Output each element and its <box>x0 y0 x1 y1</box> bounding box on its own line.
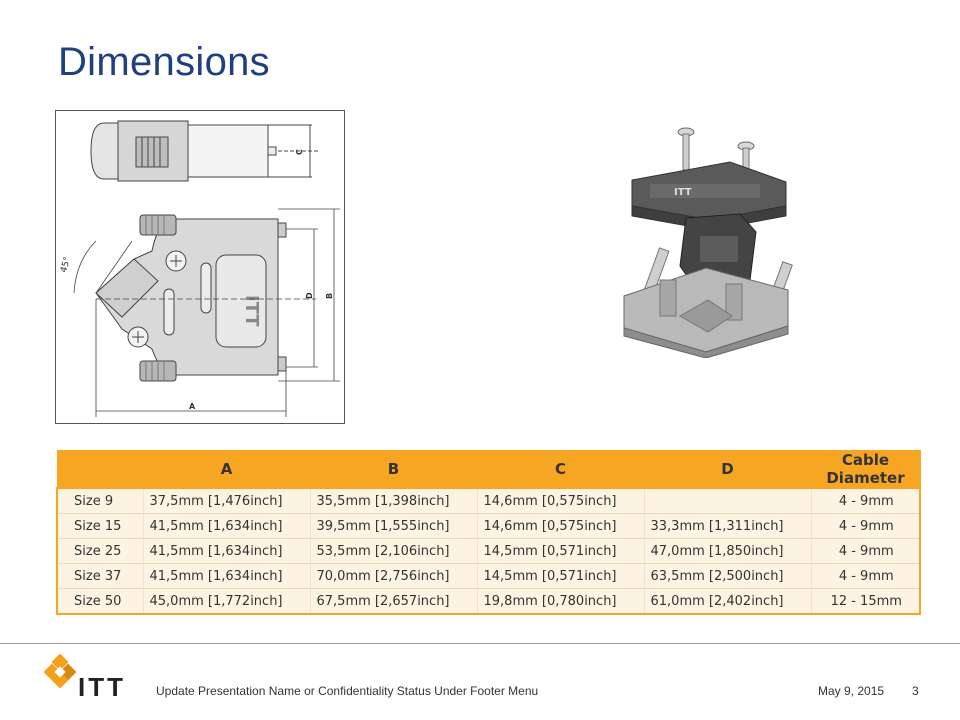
table-cell-c: 19,8mm [0,780inch] <box>476 588 644 615</box>
table-header-c: C <box>476 450 645 489</box>
table-cell-c: 14,5mm [0,571inch] <box>476 538 644 564</box>
table-cell-a: 45,0mm [1,772inch] <box>142 588 310 615</box>
table-cell-size: Size 50 <box>56 588 143 615</box>
table-cell-d: 33,3mm [1,311inch] <box>643 513 811 539</box>
table-cell-cable-diameter: 4 - 9mm <box>810 538 921 564</box>
table-cell-cable-diameter: 4 - 9mm <box>810 563 921 589</box>
table-row: Size 37 41,5mm [1,634inch] 70,0mm [2,756… <box>56 563 921 589</box>
footer-date: May 9, 2015 <box>818 684 885 698</box>
dimension-label-c: C <box>295 149 304 155</box>
table-cell-size: Size 9 <box>56 487 143 514</box>
dimension-label-a: A <box>189 402 196 411</box>
logo-wordmark: ITT <box>78 672 126 702</box>
table-cell-c: 14,6mm [0,575inch] <box>476 487 644 514</box>
itt-logo-icon <box>43 653 80 695</box>
table-row: Size 50 45,0mm [1,772inch] 67,5mm [2,657… <box>56 588 921 615</box>
footer-presentation-name: Update Presentation Name or Confidential… <box>156 684 539 698</box>
table-cell-a: 41,5mm [1,634inch] <box>142 513 310 539</box>
dimension-label-angle: 45° <box>59 256 73 274</box>
exploded-view-svg: ITT <box>623 127 793 359</box>
table-cell-size: Size 37 <box>56 563 143 589</box>
table-row: Size 25 41,5mm [1,634inch] 53,5mm [2,106… <box>56 538 921 564</box>
table-header-d: D <box>643 450 812 489</box>
table-row: Size 9 37,5mm [1,476inch] 35,5mm [1,398i… <box>56 487 921 514</box>
table-header-cable-diameter: Cable Diameter <box>810 450 921 489</box>
table-cell-size: Size 15 <box>56 513 143 539</box>
table-cell-cable-diameter: 12 - 15mm <box>810 588 921 615</box>
table-cell-b: 67,5mm [2,657inch] <box>309 588 477 615</box>
table-header-size <box>56 450 144 489</box>
table-cell-d: 61,0mm [2,402inch] <box>643 588 811 615</box>
table-row: Size 15 41,5mm [1,634inch] 39,5mm [1,555… <box>56 513 921 539</box>
technical-drawing: C ITT <box>55 110 345 424</box>
table-cell-a: 41,5mm [1,634inch] <box>142 538 310 564</box>
footer-page-number: 3 <box>912 684 919 698</box>
table-cell-d: 63,5mm [2,500inch] <box>643 563 811 589</box>
table-cell-cable-diameter: 4 - 9mm <box>810 513 921 539</box>
exploded-hood-illustration: ITT <box>610 120 810 359</box>
dimension-lines <box>73 208 340 417</box>
dimension-drawing-svg: C ITT <box>59 120 340 417</box>
table-cell-d <box>643 487 811 514</box>
hood-badge-text: ITT <box>674 187 692 198</box>
table-cell-a: 37,5mm [1,476inch] <box>142 487 310 514</box>
table-cell-b: 35,5mm [1,398inch] <box>309 487 477 514</box>
front-view <box>95 214 287 382</box>
table-header-row: A B C D Cable Diameter <box>56 450 921 489</box>
table-cell-cable-diameter: 4 - 9mm <box>810 487 921 514</box>
screw-icon <box>132 255 182 343</box>
top-view <box>90 120 318 182</box>
table-header-a: A <box>142 450 311 489</box>
table-cell-c: 14,6mm [0,575inch] <box>476 513 644 539</box>
table-cell-d: 47,0mm [1,850inch] <box>643 538 811 564</box>
dimension-label-d: D <box>305 292 314 299</box>
dimension-label-b: B <box>325 293 334 299</box>
table-cell-b: 39,5mm [1,555inch] <box>309 513 477 539</box>
drawing-badge-text: ITT <box>241 295 262 327</box>
footer-divider <box>0 643 960 644</box>
table-cell-b: 53,5mm [2,106inch] <box>309 538 477 564</box>
table-header-b: B <box>309 450 478 489</box>
table-cell-c: 14,5mm [0,571inch] <box>476 563 644 589</box>
table-cell-size: Size 25 <box>56 538 143 564</box>
table-cell-a: 41,5mm [1,634inch] <box>142 563 310 589</box>
page-title: Dimensions <box>58 40 270 84</box>
dimensions-table: A B C D Cable Diameter Size 9 37,5mm [1,… <box>56 450 921 615</box>
table-cell-b: 70,0mm [2,756inch] <box>309 563 477 589</box>
